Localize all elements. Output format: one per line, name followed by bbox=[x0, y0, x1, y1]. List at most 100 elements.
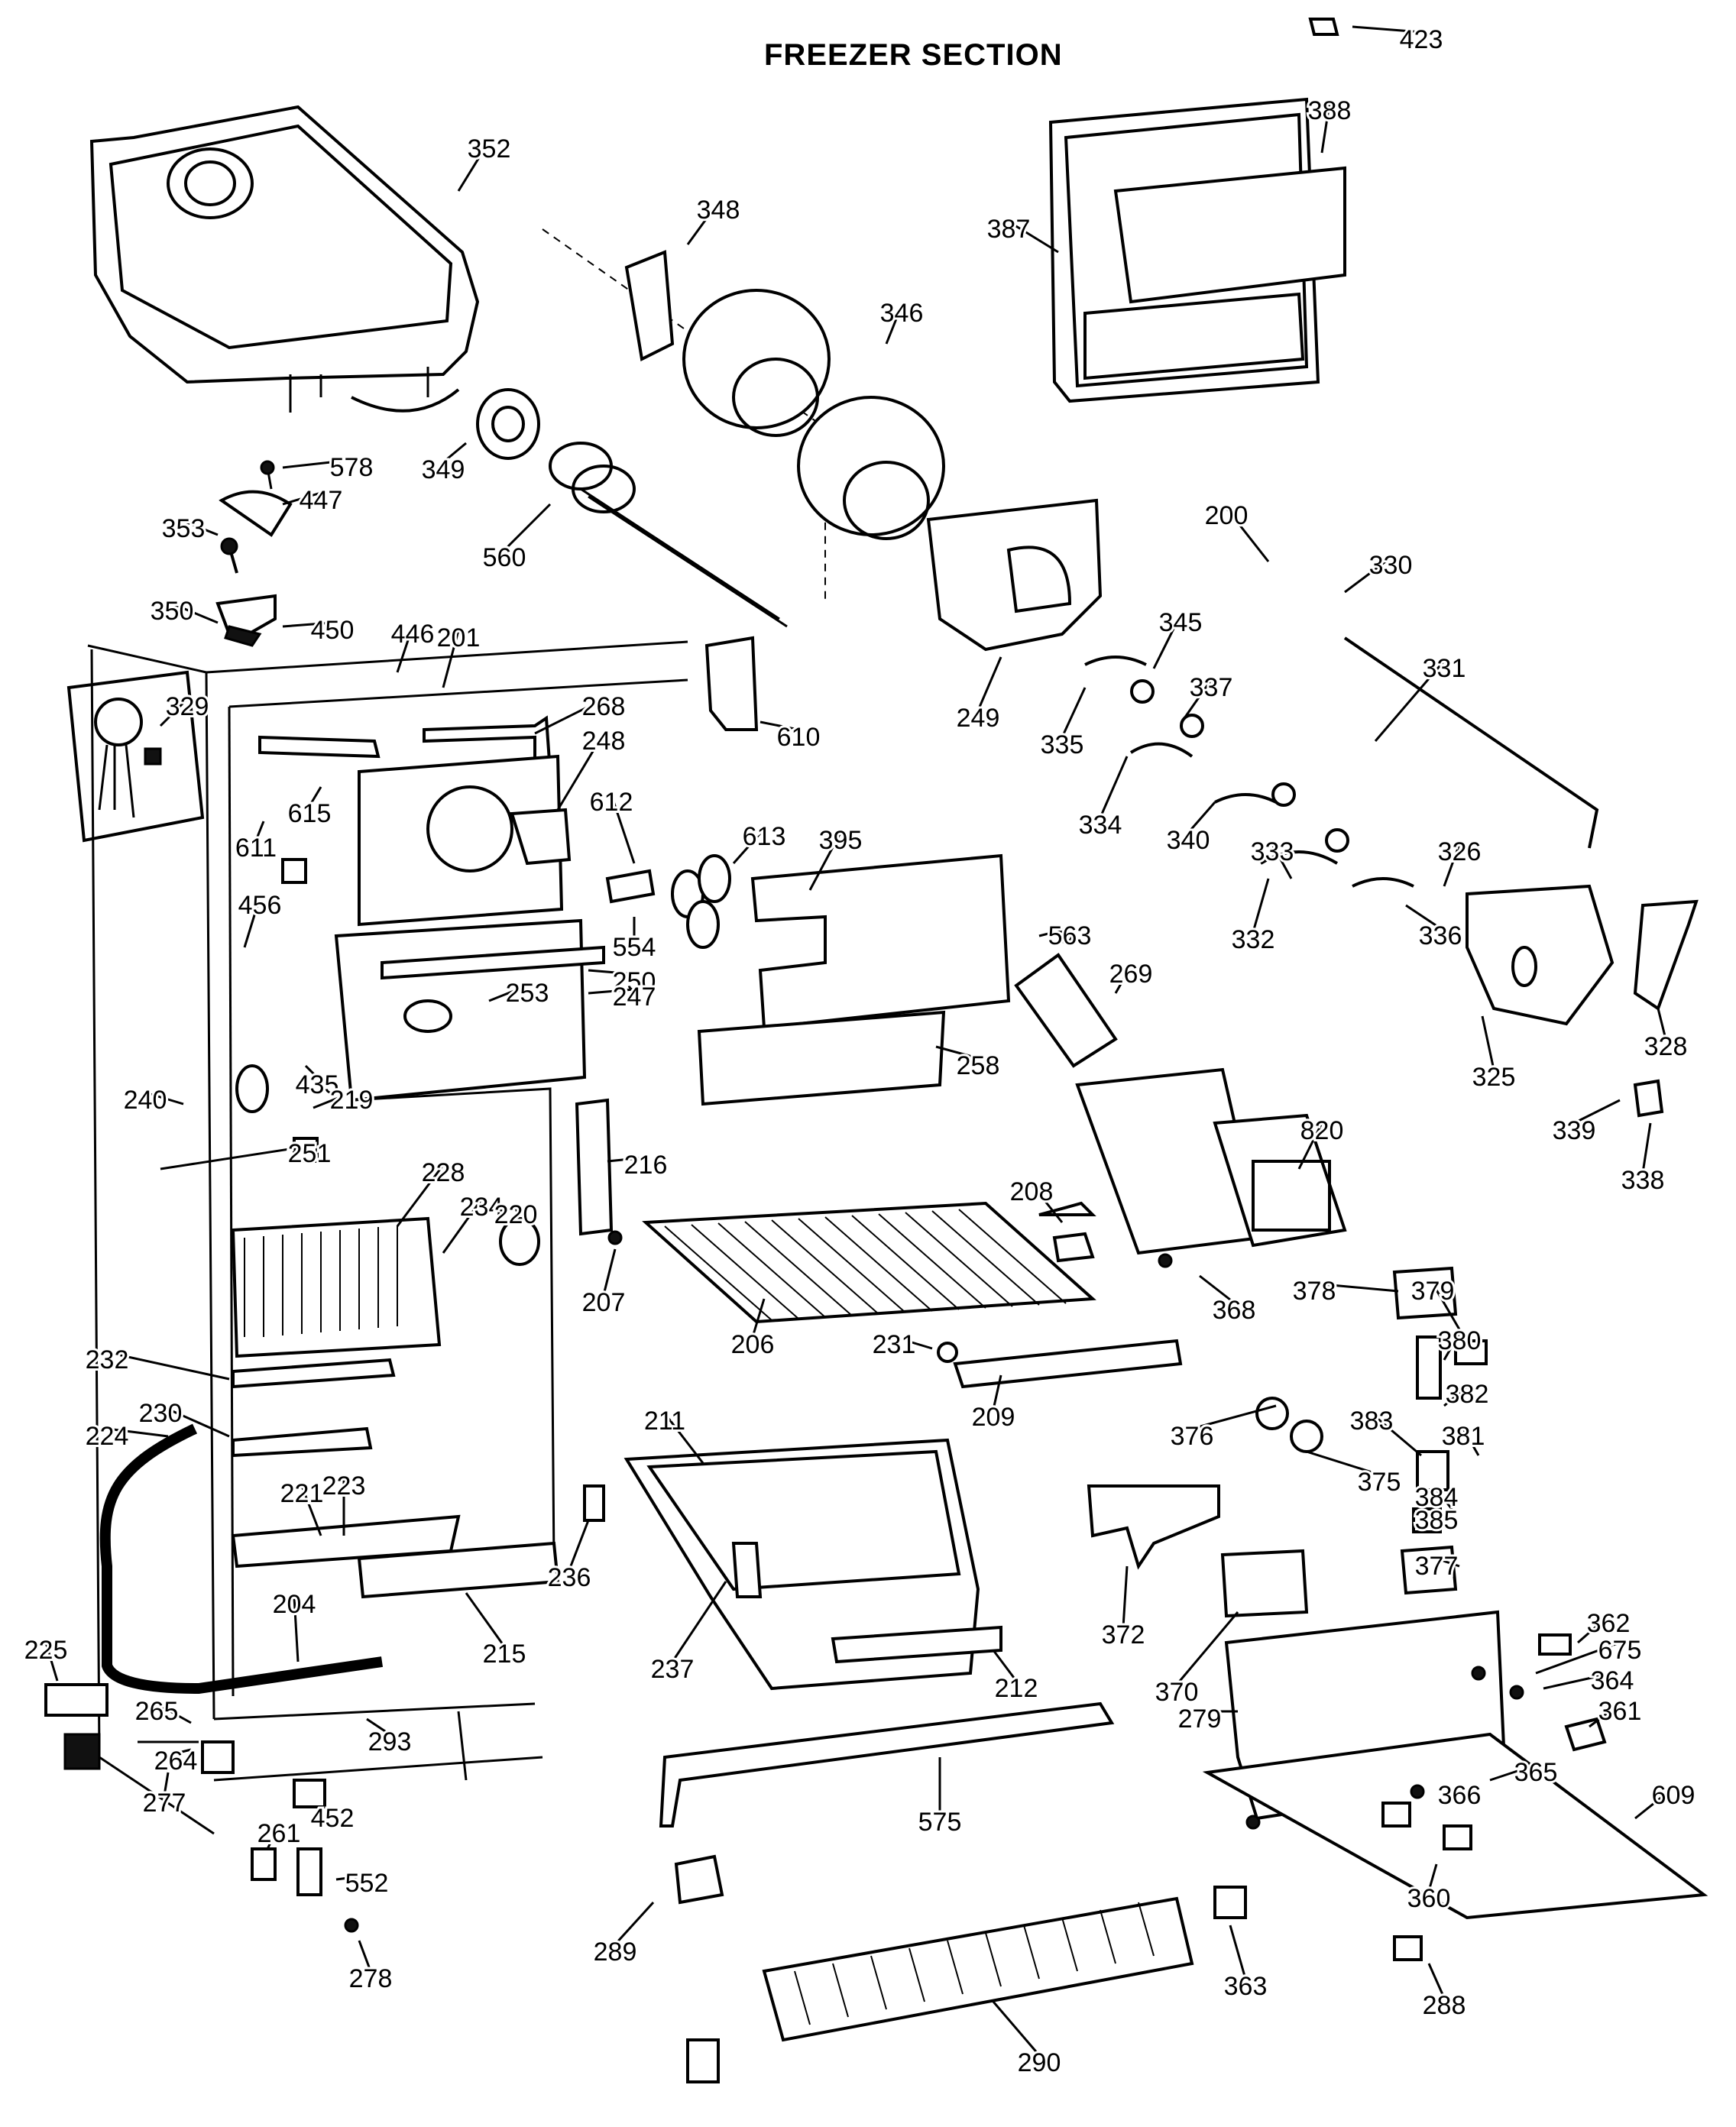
callout-label-215: 215 bbox=[483, 1640, 526, 1669]
callout-leader-232 bbox=[106, 1351, 230, 1381]
callout-leader-290 bbox=[992, 2001, 1041, 2056]
callout-leader-552 bbox=[335, 1874, 368, 1881]
callout-label-204: 204 bbox=[273, 1590, 316, 1619]
callout-label-340: 340 bbox=[1167, 826, 1210, 855]
parts-icemaker-drive-325-340 bbox=[1084, 636, 1699, 1118]
callout-leader-333 bbox=[1271, 843, 1293, 879]
diagram-title: FREEZER SECTION bbox=[764, 38, 1063, 72]
callout-leader-331 bbox=[1374, 660, 1446, 742]
callout-label-249: 249 bbox=[957, 704, 1000, 733]
callout-leader-384 bbox=[1435, 1489, 1453, 1510]
callout-leader-328 bbox=[1657, 1008, 1667, 1040]
callout-label-446: 446 bbox=[391, 620, 435, 649]
callout-leader-353 bbox=[183, 520, 219, 536]
part-236 bbox=[583, 1484, 605, 1522]
part-611-bracket bbox=[258, 735, 381, 759]
callout-leader-248 bbox=[556, 733, 605, 811]
callout-label-383: 383 bbox=[1350, 1407, 1394, 1436]
callout-leader-268 bbox=[534, 698, 604, 735]
callout-leader-615 bbox=[308, 786, 322, 807]
callout-leader-234 bbox=[442, 1199, 483, 1254]
callout-leader-350 bbox=[171, 602, 219, 624]
callout-label-615: 615 bbox=[288, 799, 332, 828]
callout-label-224: 224 bbox=[86, 1422, 129, 1451]
callout-leader-265 bbox=[156, 1702, 192, 1724]
callout-leader-376 bbox=[1191, 1404, 1277, 1430]
part-housing-250-247 bbox=[334, 754, 605, 1102]
callout-label-675: 675 bbox=[1598, 1636, 1642, 1665]
callout-label-370: 370 bbox=[1155, 1678, 1199, 1707]
callout-label-333: 333 bbox=[1251, 837, 1294, 866]
callout-leader-337 bbox=[1183, 679, 1213, 719]
callout-label-261: 261 bbox=[257, 1819, 301, 1848]
callout-leader-206 bbox=[751, 1298, 766, 1338]
callout-leader-200 bbox=[1225, 507, 1270, 562]
callout-label-363: 363 bbox=[1224, 1972, 1268, 2001]
callout-leader-372 bbox=[1122, 1565, 1129, 1628]
callout-leader-613 bbox=[732, 828, 766, 864]
callout-label-201: 201 bbox=[437, 623, 481, 652]
callout-label-253: 253 bbox=[506, 979, 549, 1008]
part-motor-610 bbox=[510, 808, 572, 866]
callout-leader-225 bbox=[44, 1642, 59, 1682]
callout-label-278: 278 bbox=[349, 1964, 393, 1993]
callout-label-290: 290 bbox=[1018, 2048, 1061, 2077]
part-278 bbox=[674, 1854, 724, 1905]
callout-label-265: 265 bbox=[135, 1697, 179, 1726]
part-237 bbox=[731, 1542, 763, 1598]
callout-leader-340 bbox=[1187, 801, 1216, 834]
callout-label-200: 200 bbox=[1205, 501, 1249, 530]
callout-leader-329 bbox=[159, 698, 189, 727]
callout-label-288: 288 bbox=[1423, 1991, 1466, 2020]
callout-label-329: 329 bbox=[166, 692, 209, 721]
callout-label-258: 258 bbox=[957, 1051, 1000, 1080]
callout-label-377: 377 bbox=[1415, 1552, 1459, 1581]
callout-label-208: 208 bbox=[1010, 1177, 1054, 1206]
callout-label-610: 610 bbox=[777, 723, 821, 752]
callout-leader-377 bbox=[1436, 1557, 1460, 1568]
part-348 bbox=[624, 250, 675, 361]
callout-leader-216 bbox=[607, 1156, 646, 1163]
callout-leader-560 bbox=[503, 503, 552, 552]
callout-leader-609 bbox=[1634, 1786, 1674, 1820]
callout-leader-435 bbox=[304, 1064, 319, 1079]
callout-label-216: 216 bbox=[624, 1151, 668, 1180]
callout-label-228: 228 bbox=[422, 1158, 465, 1187]
callout-label-611: 611 bbox=[235, 834, 277, 863]
callout-leader-253 bbox=[488, 984, 528, 1002]
callout-label-339: 339 bbox=[1553, 1116, 1596, 1145]
callout-label-385: 385 bbox=[1415, 1506, 1459, 1535]
part-icemaker-820 bbox=[1075, 1067, 1347, 1255]
callout-leader-209 bbox=[992, 1374, 1002, 1410]
callout-leader-368 bbox=[1199, 1274, 1235, 1304]
callout-label-361: 361 bbox=[1598, 1697, 1642, 1726]
callout-label-326: 326 bbox=[1438, 837, 1482, 866]
callout-label-337: 337 bbox=[1190, 673, 1233, 702]
callout-leader-381 bbox=[1462, 1428, 1480, 1456]
callout-leader-365 bbox=[1489, 1763, 1537, 1782]
callout-label-332: 332 bbox=[1232, 925, 1275, 954]
callout-leader-447 bbox=[282, 491, 322, 506]
callout-leader-578 bbox=[282, 458, 352, 469]
callout-label-221: 221 bbox=[280, 1479, 324, 1508]
callout-leader-201 bbox=[442, 630, 460, 688]
callout-label-554: 554 bbox=[613, 933, 656, 962]
callout-leader-330 bbox=[1344, 556, 1391, 594]
callout-label-209: 209 bbox=[972, 1403, 1015, 1432]
callout-leader-366 bbox=[1458, 1786, 1476, 1805]
callout-label-384: 384 bbox=[1415, 1483, 1459, 1512]
callout-label-365: 365 bbox=[1514, 1758, 1558, 1787]
callout-label-293: 293 bbox=[368, 1727, 412, 1756]
callout-leader-820 bbox=[1297, 1122, 1323, 1170]
callout-leader-332 bbox=[1252, 878, 1270, 933]
part-ice-bucket-352 bbox=[89, 105, 480, 413]
callout-leader-277 bbox=[163, 1772, 170, 1796]
callout-label-345: 345 bbox=[1159, 608, 1203, 637]
callout-label-277: 277 bbox=[143, 1789, 186, 1818]
callout-label-248: 248 bbox=[582, 727, 626, 756]
callout-leader-219 bbox=[313, 1091, 352, 1109]
callout-label-279: 279 bbox=[1178, 1705, 1222, 1734]
callout-leader-231 bbox=[893, 1335, 933, 1350]
part-plate-345 bbox=[926, 498, 1103, 652]
